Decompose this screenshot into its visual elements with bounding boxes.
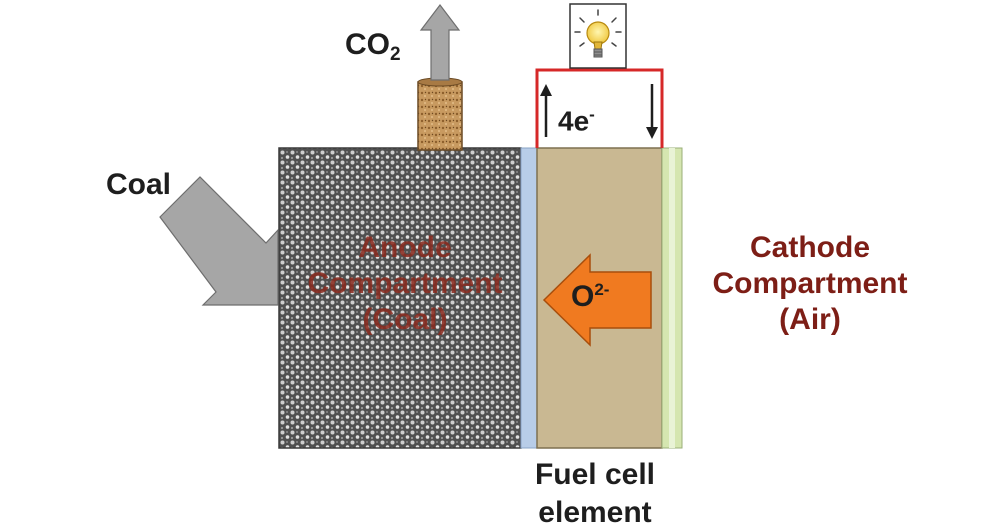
electron-label: 4e- — [558, 105, 595, 137]
exhaust-tube — [417, 81, 463, 151]
coal-label: Coal — [106, 168, 172, 201]
anode-compartment — [278, 147, 522, 449]
electron-flow-down-arrow — [646, 84, 658, 139]
co2-exhaust-arrow — [419, 4, 461, 81]
cathode-compartment-label: Cathode Compartment (Air) — [712, 231, 908, 336]
coal-feed-arrow — [159, 176, 279, 306]
light-bulb-icon — [569, 3, 627, 69]
electron-flow-up-arrow — [540, 84, 552, 137]
oxide-ion-arrow — [542, 253, 652, 347]
anode-compartment-label: Anode Compartment (Coal) — [307, 231, 503, 336]
oxide-ion-label: O2- — [571, 280, 610, 313]
co2-label: CO2 — [345, 28, 401, 65]
external-circuit-wire — [535, 68, 664, 148]
fuel-cell-element-label: Fuel cell element — [534, 458, 656, 529]
